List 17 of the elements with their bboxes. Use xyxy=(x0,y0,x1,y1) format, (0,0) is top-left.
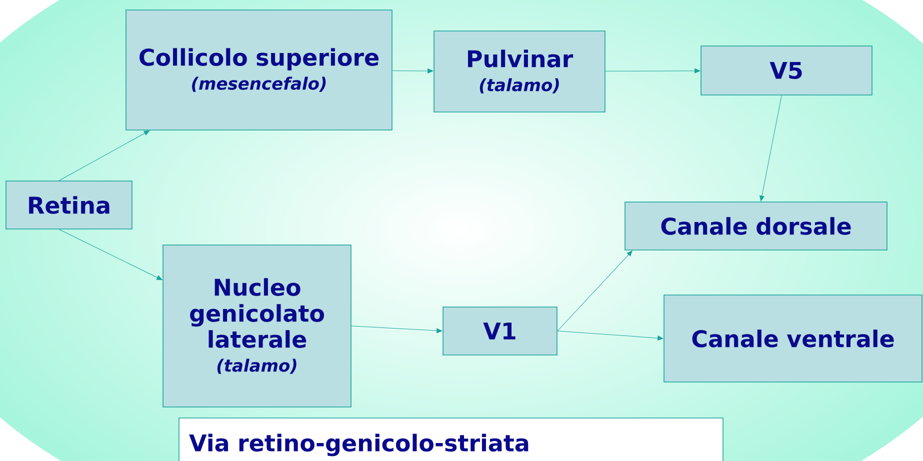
process-box: Retina xyxy=(6,180,132,230)
process-box: V1 xyxy=(442,306,558,356)
process-box: Canale dorsale xyxy=(624,202,888,250)
arrow xyxy=(605,68,700,74)
process-box: Pulvinar (talamo) xyxy=(434,30,606,112)
process-box: Nucleo genicolato laterale (talamo) xyxy=(162,244,352,408)
arrow xyxy=(760,95,782,202)
arrow xyxy=(557,330,664,341)
process-box: Canale ventrale xyxy=(664,294,922,382)
process-box: Collicolo superiore (mesencefalo) xyxy=(126,10,392,130)
arrow xyxy=(557,250,632,332)
process-box: V5 xyxy=(700,46,872,96)
arrow xyxy=(351,326,442,334)
caption-box: Via retino-genicolo-striata xyxy=(178,418,724,461)
arrow xyxy=(58,229,162,280)
arrow xyxy=(58,130,150,181)
arrow xyxy=(392,68,434,74)
